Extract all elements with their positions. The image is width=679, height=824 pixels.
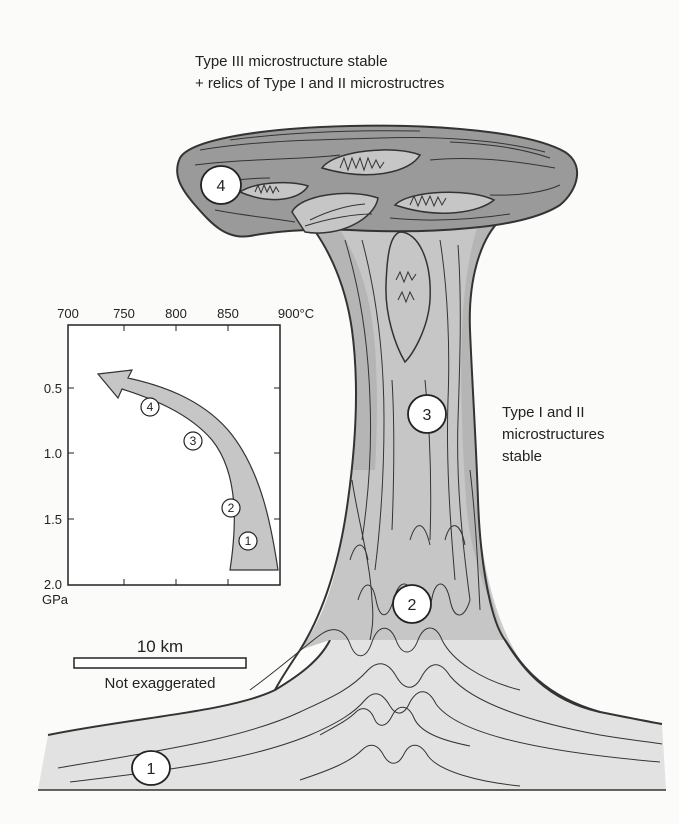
x-tick: 900°C [278, 306, 314, 321]
y-tick: 0.5 [44, 381, 62, 396]
pt-marker-1: 1 [239, 532, 257, 550]
scale-bar-rect [74, 658, 246, 668]
x-tick: 850 [217, 306, 239, 321]
svg-text:3: 3 [190, 434, 197, 448]
x-tick: 700 [57, 306, 79, 321]
pt-marker-4: 4 [141, 398, 159, 416]
right-label-line1: Type I and II [502, 404, 585, 421]
svg-text:3: 3 [423, 407, 432, 424]
right-label-line2: microstructures [502, 426, 605, 443]
stage-marker-2: 2 [393, 585, 431, 623]
svg-text:1: 1 [147, 761, 156, 778]
pt-marker-3: 3 [184, 432, 202, 450]
scale-value: 10 km [137, 637, 183, 656]
svg-text:1: 1 [245, 534, 252, 548]
pt-inset: 700 750 800 850 900°C 0.5 1.0 1.5 2.0 GP… [42, 306, 314, 607]
scale-note: Not exaggerated [105, 675, 216, 692]
right-label-line3: stable [502, 448, 542, 465]
svg-text:2: 2 [408, 597, 417, 614]
svg-text:4: 4 [147, 400, 154, 414]
stage-marker-4: 4 [201, 166, 241, 204]
top-label-line1: Type III microstructure stable [195, 53, 388, 70]
y-unit: GPa [42, 592, 69, 607]
x-tick: 750 [113, 306, 135, 321]
top-label-line2: + relics of Type I and II microstructres [195, 75, 444, 92]
scale-bar: 10 km Not exaggerated [74, 637, 246, 692]
svg-text:2: 2 [228, 501, 235, 515]
svg-text:4: 4 [217, 178, 226, 195]
stage-marker-1: 1 [132, 751, 170, 785]
x-tick: 800 [165, 306, 187, 321]
y-tick: 1.0 [44, 446, 62, 461]
stage-marker-3: 3 [408, 395, 446, 433]
y-tick: 1.5 [44, 512, 62, 527]
pt-marker-2: 2 [222, 499, 240, 517]
y-tick: 2.0 [44, 577, 62, 592]
